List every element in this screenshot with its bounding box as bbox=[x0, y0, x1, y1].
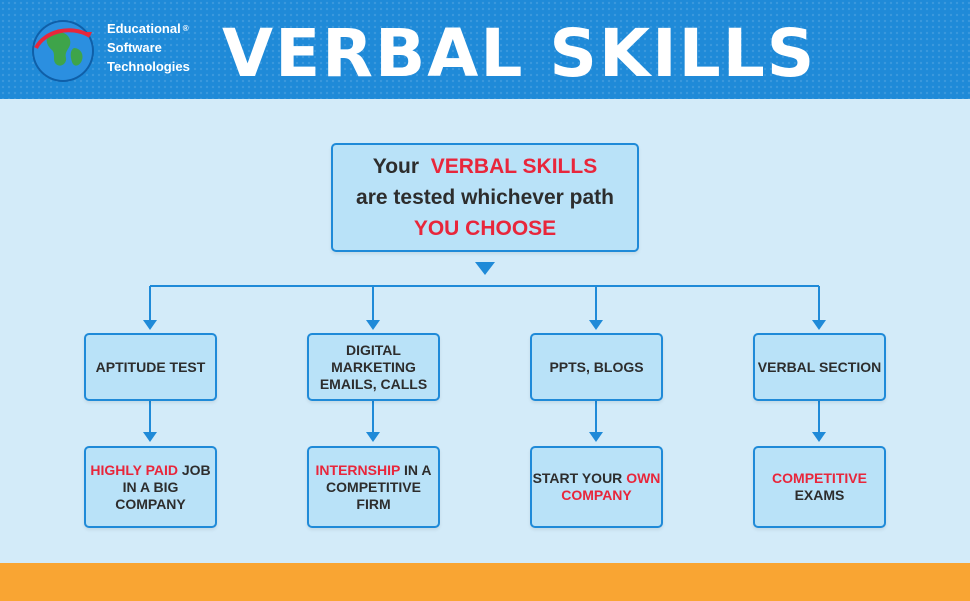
arrow-down-icon bbox=[812, 432, 826, 442]
header-banner: Educational® Software Technologies VERBA… bbox=[0, 0, 970, 99]
result-box-3: START YOUR OWN COMPANY bbox=[530, 446, 663, 528]
company-name-line-2: Software bbox=[107, 40, 162, 55]
company-name-line-3: Technologies bbox=[107, 59, 190, 74]
source-label-4: VERBAL SECTION bbox=[757, 358, 882, 375]
result-box-2: INTERNSHIP IN A COMPETITIVE FIRM bbox=[307, 446, 440, 528]
arrow-down-icon bbox=[143, 432, 157, 442]
source-box-3: PPTS, BLOGS bbox=[530, 333, 663, 401]
globe-logo-icon bbox=[32, 20, 94, 82]
main-line-3-highlight: YOU CHOOSE bbox=[413, 217, 557, 240]
result-2-highlight: INTERNSHIP bbox=[315, 461, 401, 478]
result-box-1: HIGHLY PAID JOB IN A BIG COMPANY bbox=[84, 446, 217, 528]
arrow-down-icon bbox=[143, 320, 157, 330]
arrow-down-icon bbox=[589, 432, 603, 442]
result-box-4: COMPETITIVE EXAMS bbox=[753, 446, 886, 528]
source-label-2: DIGITAL MARKETING EMAILS, CALLS bbox=[319, 341, 428, 392]
company-name-line-1: Educational bbox=[107, 21, 181, 36]
arrow-down-icon bbox=[366, 320, 380, 330]
source-box-2: DIGITAL MARKETING EMAILS, CALLS bbox=[307, 333, 440, 401]
result-4-text: EXAMS bbox=[794, 487, 845, 503]
result-2-text: IN A COMPETITIVE FIRM bbox=[326, 461, 432, 512]
source-box-4: VERBAL SECTION bbox=[753, 333, 886, 401]
company-name: Educational® Software Technologies bbox=[107, 19, 190, 76]
source-box-1: APTITUDE TEST bbox=[84, 333, 217, 401]
result-4-highlight: COMPETITIVE bbox=[772, 470, 867, 486]
main-line-1-highlight: VERBAL SKILLS bbox=[430, 155, 598, 178]
footer-bar bbox=[0, 563, 970, 601]
arrow-down-icon bbox=[589, 320, 603, 330]
main-line-2: are tested whichever path bbox=[356, 186, 614, 209]
main-arrow-icon bbox=[475, 262, 495, 275]
result-3-text: START YOUR bbox=[532, 470, 623, 486]
page-title: VERBAL SKILLS bbox=[222, 15, 817, 92]
source-label-3: PPTS, BLOGS bbox=[549, 358, 644, 375]
result-3-highlight: OWN COMPANY bbox=[561, 470, 661, 503]
source-label-1: APTITUDE TEST bbox=[95, 358, 206, 375]
arrow-down-icon bbox=[366, 432, 380, 442]
result-1-highlight: HIGHLY PAID bbox=[90, 461, 178, 478]
result-1-text: JOB IN A BIG COMPANY bbox=[115, 461, 211, 512]
registered-mark: ® bbox=[182, 24, 189, 33]
arrow-down-icon bbox=[812, 320, 826, 330]
main-line-1-prefix: Your bbox=[372, 155, 420, 178]
main-statement-box: Your VERBAL SKILLS are tested whichever … bbox=[331, 143, 639, 252]
